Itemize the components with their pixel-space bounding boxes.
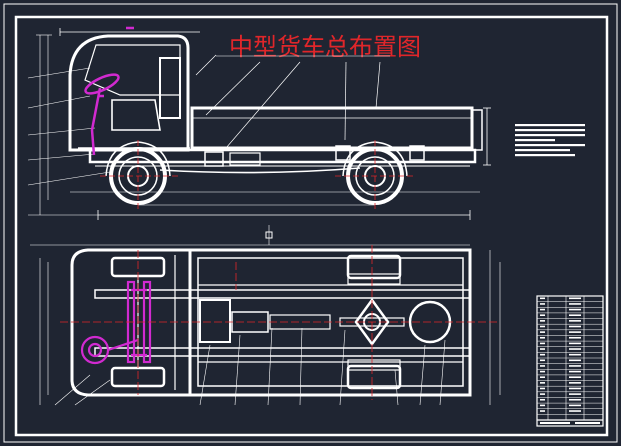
parts-list-row-text — [569, 297, 581, 300]
parts-list-row-text — [569, 320, 581, 322]
parts-list-row-text — [569, 348, 581, 350]
parts-list-row-text — [569, 410, 581, 412]
parts-list-row-text — [540, 370, 545, 373]
parts-list-row-text — [569, 365, 581, 367]
steering-column-side — [84, 26, 134, 156]
vehicle-plan-outline — [70, 248, 472, 397]
parts-list-row-text — [540, 359, 545, 362]
parts-list-row-text — [540, 314, 545, 317]
parts-list-row-text — [569, 353, 581, 356]
parts-list-row-text — [569, 303, 581, 305]
rear-wheel-top-right — [346, 364, 402, 390]
drawing-title: 中型货车总布置图 — [229, 33, 421, 61]
parts-list-row-text — [540, 320, 545, 322]
parts-list-row-text — [540, 398, 545, 401]
chassis-frame — [88, 148, 477, 164]
parts-list-row-text — [540, 382, 545, 384]
technical-notes — [515, 124, 585, 157]
cab-seat-back — [159, 57, 181, 119]
parts-list-row-text — [569, 342, 581, 345]
steering-assembly-plan — [80, 280, 152, 365]
top-plan-view — [30, 225, 501, 406]
parts-list-row-text — [540, 365, 545, 367]
parts-list-row-text — [540, 336, 545, 339]
parts-list-row-text — [569, 398, 581, 401]
rear-wheel-top-left — [346, 254, 402, 280]
parts-list-row-text — [569, 308, 581, 311]
parts-list-row-text — [569, 370, 581, 373]
parts-list-rows — [537, 297, 603, 415]
parts-list-row-text — [569, 393, 581, 395]
cab-outline — [68, 34, 190, 152]
inner-sheet-border — [14, 15, 609, 437]
parts-list-row-text — [540, 331, 545, 333]
parts-list-row-text — [540, 376, 545, 379]
title-block — [540, 422, 600, 424]
parts-list-row-text — [569, 376, 581, 379]
parts-list-row-text — [569, 331, 581, 333]
parts-list-row-text — [540, 303, 545, 305]
cab-window — [84, 44, 181, 96]
parts-list-row-text — [569, 336, 581, 339]
outer-sheet-border — [3, 3, 618, 443]
parts-list-row-text — [540, 342, 545, 345]
parts-list-row-text — [540, 348, 545, 350]
centre-lines-plan — [60, 245, 500, 400]
parts-list-row-text — [569, 325, 581, 328]
parts-list-row-text — [540, 297, 545, 300]
parts-list-row-text — [569, 314, 581, 317]
parts-list-row-text — [569, 382, 581, 384]
cargo-bed — [190, 106, 474, 150]
parts-list-row-text — [540, 393, 545, 395]
parts-list-row-text — [540, 410, 545, 412]
parts-list-row-text — [540, 387, 545, 390]
parts-list-row-text — [540, 308, 545, 311]
parts-list-row-text — [540, 404, 545, 407]
centre-lines-side — [100, 140, 415, 212]
parts-list-row-text — [540, 325, 545, 328]
parts-list-row-text — [540, 353, 545, 356]
parts-list-row-text — [569, 387, 581, 390]
parts-list-row-text — [569, 359, 581, 362]
parts-list-row-text — [569, 404, 581, 407]
